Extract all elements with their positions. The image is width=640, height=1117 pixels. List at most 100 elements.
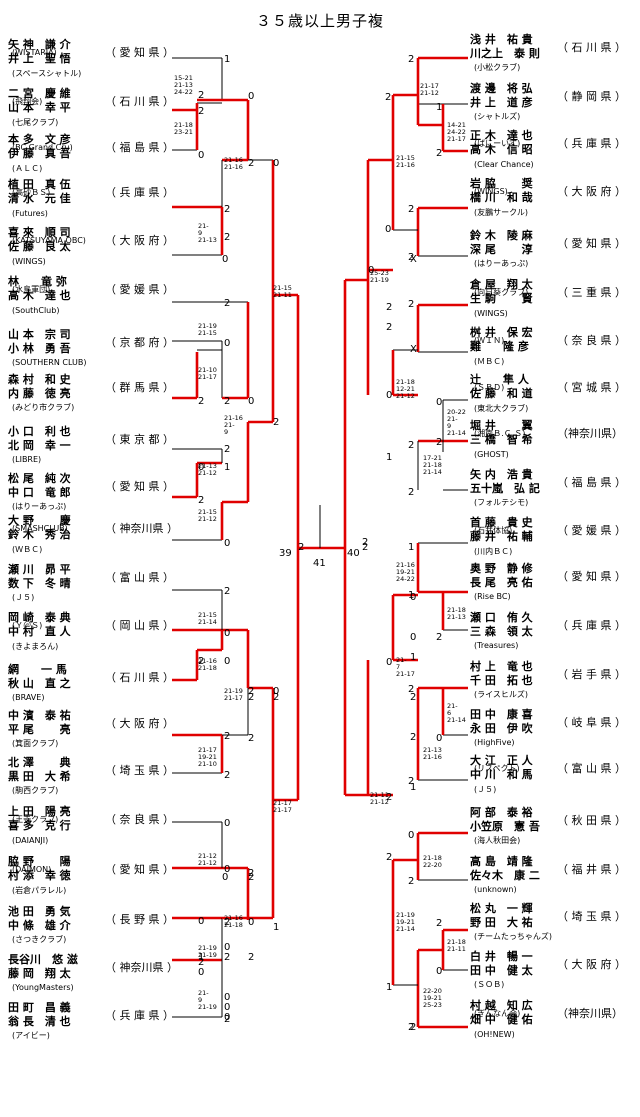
team-right-club: (ＭＢＣ)	[474, 357, 504, 366]
score-mark-left: 0	[198, 150, 204, 161]
team-right-player1: 阿 部 泰 裕	[470, 805, 533, 819]
score-left: 21-10	[198, 366, 217, 374]
score-mark-right: 2	[410, 732, 416, 743]
team-right-player2: 三 森 領 太	[470, 624, 534, 638]
score-right: 19-21	[396, 918, 415, 926]
score-left: 21-	[198, 222, 209, 230]
team-left-pref: （ 奈 良 県 ）	[105, 812, 174, 826]
score-mark-left: 2	[198, 106, 204, 117]
team-left-player1: 上 田 陽 亮	[8, 804, 71, 818]
team-right-player1: 倉 屋 翔 太	[469, 277, 534, 291]
team-left-player1: 長谷川 悠 滋	[8, 952, 78, 966]
score-right: 21-18	[423, 854, 442, 862]
team-left-player2: 数 下 冬 晴	[8, 576, 71, 590]
team-left-club: (アイビー)	[12, 1031, 50, 1040]
team-right-player1: 鈴 木 陵 麻	[470, 228, 534, 242]
team-left-club: (Ｊ５)	[12, 593, 34, 602]
final-left-score: 39	[279, 548, 292, 559]
team-right-player1: 浅 井 祐 貴	[470, 32, 533, 46]
team-left-pref: （ 愛 媛 県 ）	[105, 282, 174, 296]
team-right-club: (友鵬サークル)	[474, 207, 528, 217]
team-right-club-1: (ばにーいず)	[474, 138, 520, 148]
team-left-player1: 喜 來 順 司	[8, 225, 71, 239]
score-right: 9	[447, 422, 451, 430]
score-mark-right: 2	[408, 299, 414, 310]
score-left: 21-12	[198, 469, 217, 477]
score-mark-left: 1	[224, 54, 230, 65]
score-mark-left: 0	[224, 1012, 230, 1023]
score-mark-right: 2	[386, 792, 392, 803]
score-left: 19-21	[198, 753, 217, 761]
team-right-player1: 白 井 暢 一	[470, 949, 533, 963]
score-mark-left: 1	[224, 462, 230, 473]
team-right-pref: （ 愛 知 県 ）	[557, 569, 626, 583]
score-mark-left: 2	[198, 656, 204, 667]
team-right-player1: 堀 井 翼	[470, 418, 533, 432]
team-right-player2: 川之上 泰 則	[469, 46, 540, 60]
team-right-club: (Clear Chance)	[474, 160, 534, 169]
score-mark-left: 0	[222, 254, 228, 265]
score-right: 19-21	[396, 568, 415, 576]
team-left-club: (みどり市クラブ)	[12, 402, 74, 412]
team-right-player1: 村 上 竜 也	[470, 659, 533, 673]
team-right-player2: 小笠原 憲 吾	[469, 819, 540, 833]
team-right-pref: （ 愛 知 県 ）	[557, 236, 626, 250]
team-left-player2: 北 岡 幸 一	[8, 438, 71, 452]
team-right-pref: （ 大 阪 府 ）	[557, 184, 626, 198]
score-left: 21-17	[224, 694, 243, 702]
score-right: 21-12	[396, 392, 415, 400]
team-left-player1: 本 多 文 彦	[8, 132, 71, 146]
score-right: 22-20	[423, 987, 442, 995]
team-left-player2: 中 村 直 人	[8, 624, 72, 638]
team-left-club: (七尾クラブ)	[12, 117, 58, 127]
score-mark-right: X	[410, 344, 417, 355]
score-mark-left: 0	[248, 396, 254, 407]
team-left-club-1: (王寺クラブ)	[12, 814, 58, 824]
score-right: 24-22	[396, 575, 415, 583]
score-left: 21-17	[198, 746, 217, 754]
score-right: 20-22	[447, 408, 466, 416]
score-mark-left: 0	[198, 916, 204, 927]
score-right: 21-13	[423, 746, 442, 754]
team-left-pref: （ 兵 庫 県 ）	[105, 1008, 174, 1022]
score-mark-left: 1	[273, 922, 279, 933]
team-left-club: (スペースシャトル)	[12, 69, 81, 78]
score-mark-left: 2	[198, 90, 204, 101]
team-left-pref: （ 神奈川県 ）	[105, 960, 178, 974]
team-left-pref: （ 福 島 県 ）	[105, 140, 174, 154]
team-left-player1: 松 尾 純 次	[8, 471, 71, 485]
team-left-pref: （ 東 京 都 ）	[105, 432, 174, 446]
team-left-pref: （ 大 阪 府 ）	[105, 233, 174, 247]
score-mark-right: 2	[436, 148, 442, 159]
team-left-player2: 村 添 幸 徳	[8, 868, 71, 882]
team-right-player1: 岩 脇 奨	[469, 176, 534, 190]
score-left: 23-21	[174, 128, 193, 136]
team-left-player1: 植 田 真 伍	[7, 177, 71, 191]
score-mark-right: 0	[385, 224, 391, 235]
score-left: 21-15	[198, 329, 217, 337]
team-left-pref: （ 石 川 県 ）	[105, 671, 174, 684]
score-mark-left: 2	[224, 952, 230, 963]
team-left-player2: 小 林 勇 吾	[7, 341, 71, 355]
score-right: 7	[396, 663, 400, 671]
team-right-club-1: (ぎんなん会)	[474, 1008, 520, 1018]
team-left-club: (WINGS)	[12, 257, 46, 266]
score-mark-left: 2	[198, 495, 204, 506]
team-right-player2: 永 田 伊 吹	[469, 721, 534, 735]
score-mark-left: 2	[224, 1014, 230, 1025]
team-right-pref: （ 兵 庫 県 ）	[557, 136, 626, 150]
team-left-player1: 大 野 慶	[8, 513, 71, 527]
team-left-pref: （ 富 山 県 ）	[105, 570, 174, 584]
page-title: ３５歳以上男子複	[255, 12, 384, 30]
team-left-player1: 脇 野 陽	[8, 854, 71, 868]
score-left: 21-13	[198, 462, 217, 470]
team-right-club-1: (ＳＢＤ)	[474, 383, 504, 392]
score-mark-left: 2	[298, 542, 304, 553]
score-right: 21-16	[396, 561, 415, 569]
score-mark-right: 0	[436, 397, 442, 408]
score-mark-right: 2	[385, 92, 391, 103]
team-left-player2: 黒 田 大 希	[8, 769, 71, 783]
team-left-club-1: (BC Grand Cru)	[12, 143, 73, 152]
score-left: 21-19	[198, 951, 217, 959]
team-left-player2: 鈴 木 秀 治	[8, 527, 71, 541]
